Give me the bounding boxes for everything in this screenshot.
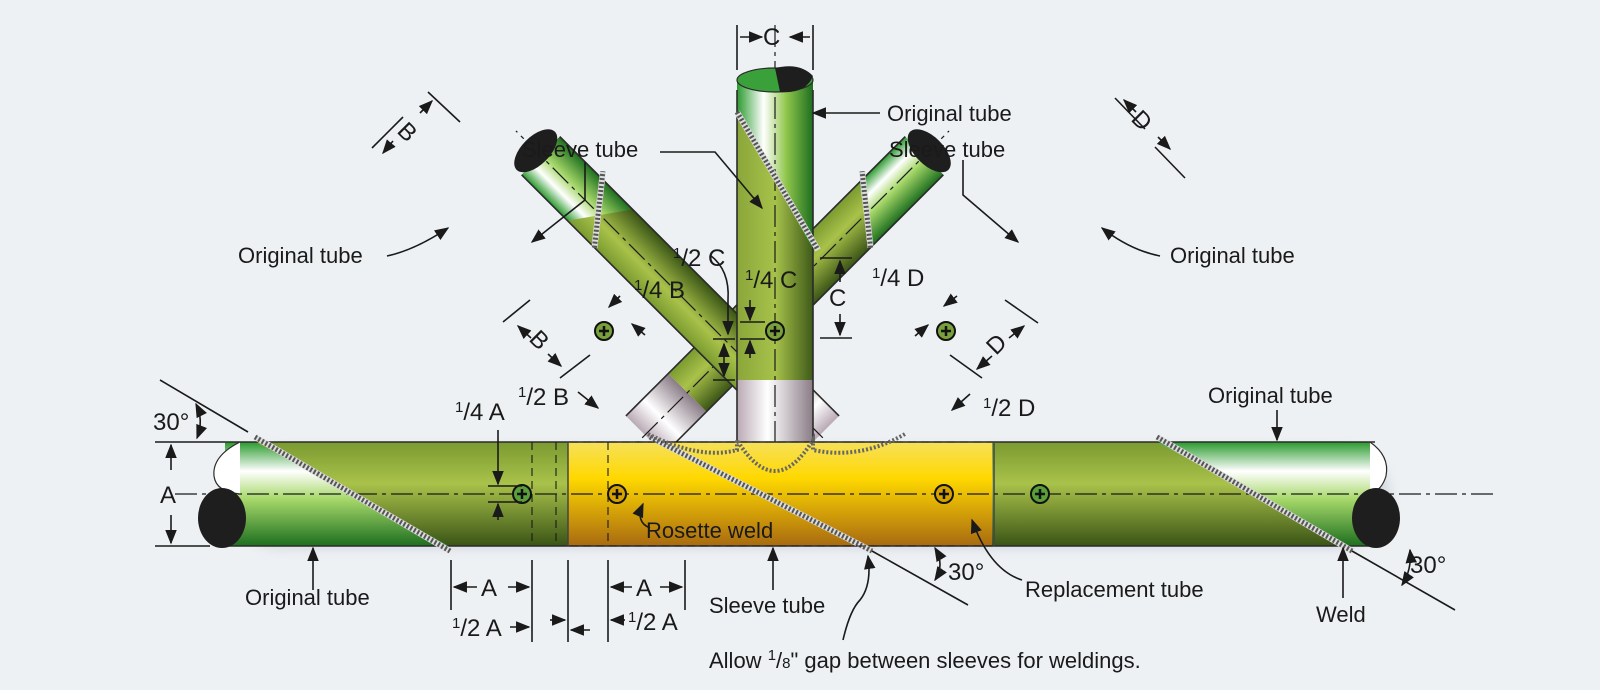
dim-half-a-left: 1/2 A (452, 615, 502, 642)
sleeve-tube-label-right: Sleeve tube (889, 137, 1005, 162)
rosette-weld-icon (594, 321, 614, 341)
dim-quarter-b: 1/4 B (634, 277, 685, 304)
weld-label: Weld (1316, 602, 1366, 627)
original-tube-label-top: Original tube (887, 101, 1012, 126)
sleeve-tube-label-left: Sleeve tube (522, 137, 638, 162)
original-tube-label-main-left: Original tube (245, 585, 370, 610)
angle-label-left: 30° (153, 409, 189, 436)
dim-half-b: 1/2 B (518, 384, 569, 411)
dim-c-top: C (763, 24, 780, 51)
dim-d-side: D (981, 329, 1012, 360)
vertical-branch-tube (734, 25, 821, 491)
dim-b-top: B (392, 117, 422, 147)
dim-d-top: D (1126, 105, 1157, 136)
rosette-weld-icon (1030, 484, 1050, 504)
rosette-weld-icon (934, 484, 954, 504)
original-tube-label-right-branch: Original tube (1170, 243, 1295, 268)
dim-half-d: 1/2 D (983, 395, 1035, 422)
dim-c-right: C (829, 285, 846, 312)
dim-a-bottom-left: A (481, 575, 497, 602)
dim-quarter-d: 1/4 D (872, 265, 924, 292)
replacement-tube-label: Replacement tube (1025, 577, 1204, 602)
angle-label-middle: 30° (948, 559, 984, 586)
main-tube-right-end-cap (1352, 488, 1400, 548)
dim-half-c: 1/2 C (673, 245, 725, 272)
junction-fillet-weld (647, 432, 907, 473)
text-labels: Sleeve tube Original tube Sleeve tube Or… (153, 24, 1446, 673)
rosette-weld-icon (936, 321, 956, 341)
left-branch-end-cap (907, 129, 951, 173)
vertical-branch-end-cap (775, 66, 813, 93)
main-tube-left-end-cap (198, 488, 246, 548)
gap-note: Allow 1/8" gap between sleeves for weldi… (709, 647, 1141, 673)
rosette-weld-icon (765, 321, 785, 341)
original-tube-label-left-branch: Original tube (238, 243, 363, 268)
dim-quarter-a: 1/4 A (455, 399, 505, 426)
rosette-weld-label: Rosette weld (646, 518, 773, 543)
dim-a-left: A (160, 482, 176, 509)
dim-a-bottom-right: A (636, 575, 652, 602)
dim-b-side: B (524, 325, 554, 355)
right-branch-end-cap (514, 129, 558, 173)
rosette-weld-icon (607, 484, 627, 504)
original-tube-label-main-right: Original tube (1208, 383, 1333, 408)
rosette-welds (512, 321, 1050, 504)
rosette-weld-icon (512, 484, 532, 504)
dimension-lines (155, 25, 1456, 642)
sleeve-tube-label-bottom: Sleeve tube (709, 593, 825, 618)
dim-half-a-right: 1/2 A (628, 609, 678, 636)
angle-label-right: 30° (1410, 552, 1446, 579)
dim-quarter-c: 1/4 C (745, 267, 797, 294)
leader-lines (307, 107, 1349, 641)
